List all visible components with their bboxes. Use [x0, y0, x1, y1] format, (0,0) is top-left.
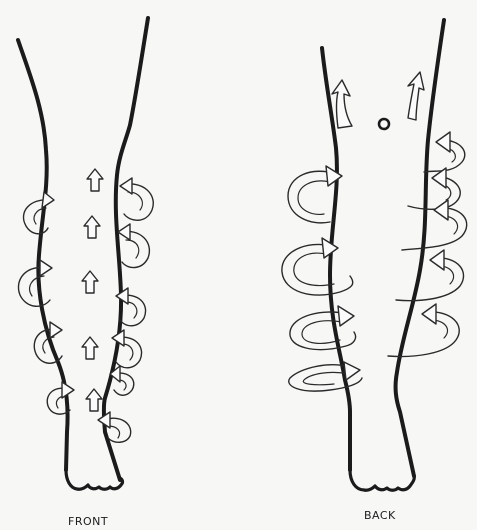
swirl-arrow-icon — [47, 382, 74, 414]
swirl-arrow-icon — [18, 260, 52, 306]
front-leg-right-outline — [104, 18, 148, 480]
front-leg — [18, 18, 148, 489]
up-arrow-icon — [82, 271, 98, 293]
front-foot-toes — [66, 470, 123, 489]
swirl-arrow-icon — [290, 306, 356, 350]
swirl-arrow-icon — [396, 250, 464, 301]
swirl-arrow-icon — [388, 304, 459, 356]
swirl-arrow-icon — [23, 192, 54, 234]
front-label: FRONT — [68, 515, 108, 528]
swirl-arrow-icon — [408, 168, 460, 209]
swirl-arrow-icon — [289, 362, 362, 391]
swirl-arrow-icon — [120, 178, 153, 220]
up-arrow-icon — [87, 169, 103, 191]
up-arrow-icon — [84, 216, 100, 238]
front-up-arrows — [82, 169, 103, 411]
swirl-arrow-icon — [110, 366, 134, 395]
front-leg-left-outline — [18, 40, 68, 470]
back-left-swirls — [282, 166, 362, 391]
back-foot-toes — [350, 470, 414, 490]
swirl-arrow-icon — [282, 238, 353, 295]
up-arrow-icon — [82, 337, 98, 359]
circle-marker-icon — [379, 119, 389, 129]
curved-up-arrow-icon — [408, 72, 424, 120]
curved-up-arrow-icon — [332, 80, 352, 128]
front-right-swirls — [98, 178, 153, 442]
back-top-arrows — [332, 72, 424, 129]
up-arrow-icon — [86, 389, 102, 411]
back-label: BACK — [364, 509, 396, 522]
swirl-arrow-icon — [118, 224, 149, 268]
